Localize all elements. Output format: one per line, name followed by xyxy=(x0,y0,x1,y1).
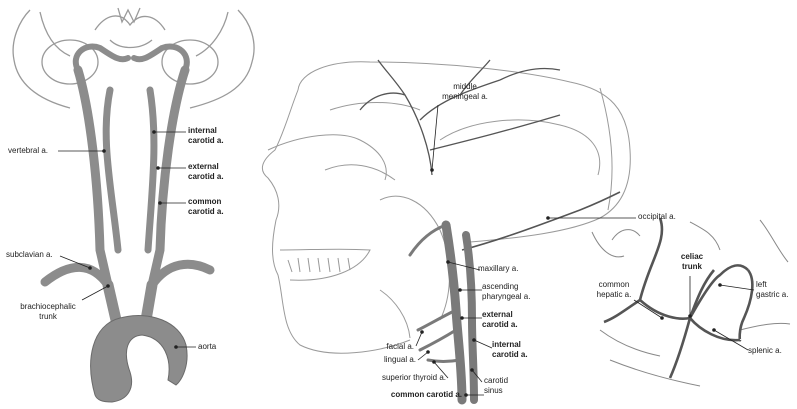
label-superior-thyroid: superior thyroid a. xyxy=(300,373,446,383)
label-vertebral-artery: vertebral a. xyxy=(8,146,48,156)
occipital-artery xyxy=(462,192,620,250)
label-common-carotid-left: common carotid a. xyxy=(188,197,224,216)
label-common-hepatic: common hepatic a. xyxy=(586,280,642,299)
label-occipital-artery: occipital a. xyxy=(638,212,676,222)
aorta-arch xyxy=(91,316,187,402)
label-facial-artery: facial a. xyxy=(340,342,414,352)
label-internal-carotid-left: internal carotid a. xyxy=(188,126,224,145)
label-lingual-artery: lingual a. xyxy=(340,355,416,365)
label-subclavian-artery: subclavian a. xyxy=(6,250,53,260)
label-aorta: aorta xyxy=(198,342,216,352)
meningeal-branches xyxy=(360,60,560,175)
label-middle-meningeal: middle meningeal a. xyxy=(430,82,500,101)
label-external-carotid-left: external carotid a. xyxy=(188,162,224,181)
label-ascending-pharyngeal: ascending pharyngeal a. xyxy=(482,282,530,301)
celiac-sketch xyxy=(592,220,790,386)
label-brachiocephalic-trunk: brachiocephalic trunk xyxy=(8,302,88,321)
label-splenic-artery: splenic a. xyxy=(748,346,782,356)
face-sketch xyxy=(262,62,630,353)
right-leader-dots xyxy=(660,283,722,332)
label-external-carotid-center: external carotid a. xyxy=(482,310,518,329)
label-common-carotid-center: common carotid a. xyxy=(300,390,462,400)
label-left-gastric: left gastric a. xyxy=(756,280,788,299)
left-artery-tree xyxy=(45,47,210,320)
label-maxillary-artery: maxillary a. xyxy=(478,264,518,274)
label-celiac-trunk: celiac trunk xyxy=(672,252,712,271)
label-carotid-sinus: carotid sinus xyxy=(484,376,508,395)
label-internal-carotid-center: internal carotid a. xyxy=(492,340,528,359)
